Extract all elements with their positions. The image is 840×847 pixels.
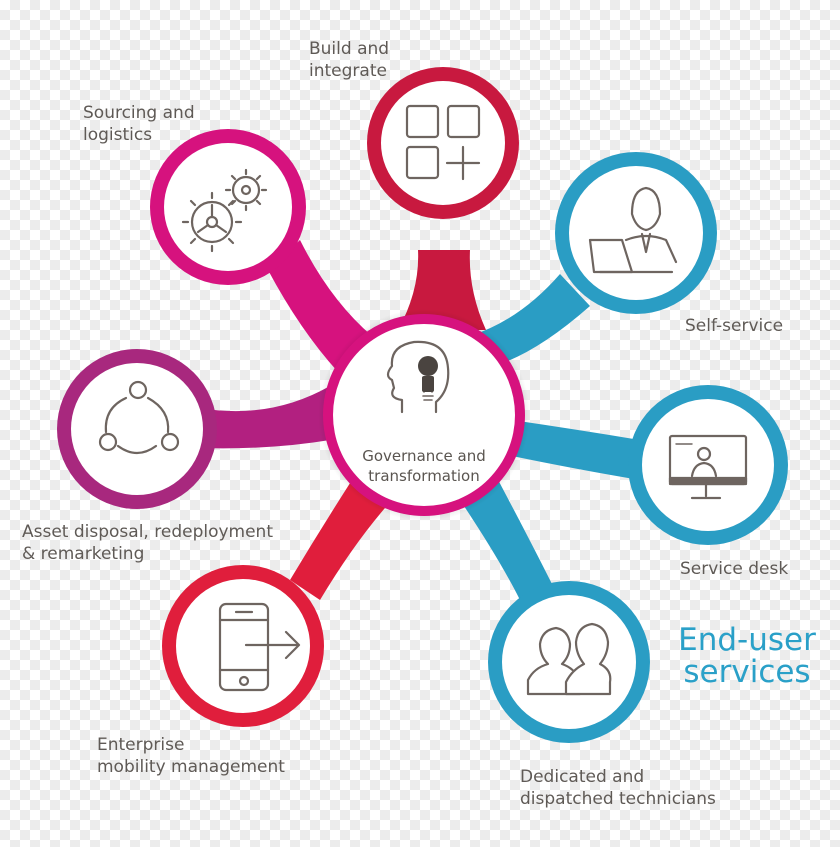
connector-technicians — [460, 476, 556, 600]
label-technicians: Dedicated and dispatched technicians — [520, 767, 716, 809]
cycle-icon — [98, 380, 180, 455]
head-lightbulb-icon — [386, 340, 450, 414]
node-mobility — [162, 565, 324, 727]
label-service-desk: Service desk — [680, 559, 789, 579]
label-build-integrate: Build and integrate — [309, 39, 390, 81]
node-selfservice — [555, 152, 717, 314]
two-people-icon — [526, 622, 612, 696]
label-governance: Governance and transformation — [362, 447, 486, 485]
gears-icon — [181, 168, 268, 253]
label-enterprise-mobility: Enterprise mobility management — [97, 735, 285, 777]
phone-arrow-icon — [218, 602, 301, 692]
grid-plus-icon — [405, 104, 481, 181]
connector-asset — [200, 386, 330, 449]
hub-center — [318, 309, 530, 521]
connector-sourcing — [268, 240, 372, 372]
label-self-service: Self-service — [685, 316, 784, 336]
person-laptop-icon — [588, 186, 678, 274]
label-asset-disposal: Asset disposal, redeployment & remarketi… — [22, 522, 273, 564]
node-asset — [57, 349, 217, 509]
headline-end-user-services: End-user services — [678, 622, 816, 690]
label-sourcing-logistics: Sourcing and logistics — [83, 103, 195, 145]
monitor-person-icon — [668, 434, 748, 500]
node-sourcing — [150, 129, 306, 285]
node-technicians — [488, 581, 650, 743]
connector-servicedesk — [512, 420, 640, 480]
connector-mobility — [290, 480, 392, 600]
node-build — [367, 67, 519, 219]
